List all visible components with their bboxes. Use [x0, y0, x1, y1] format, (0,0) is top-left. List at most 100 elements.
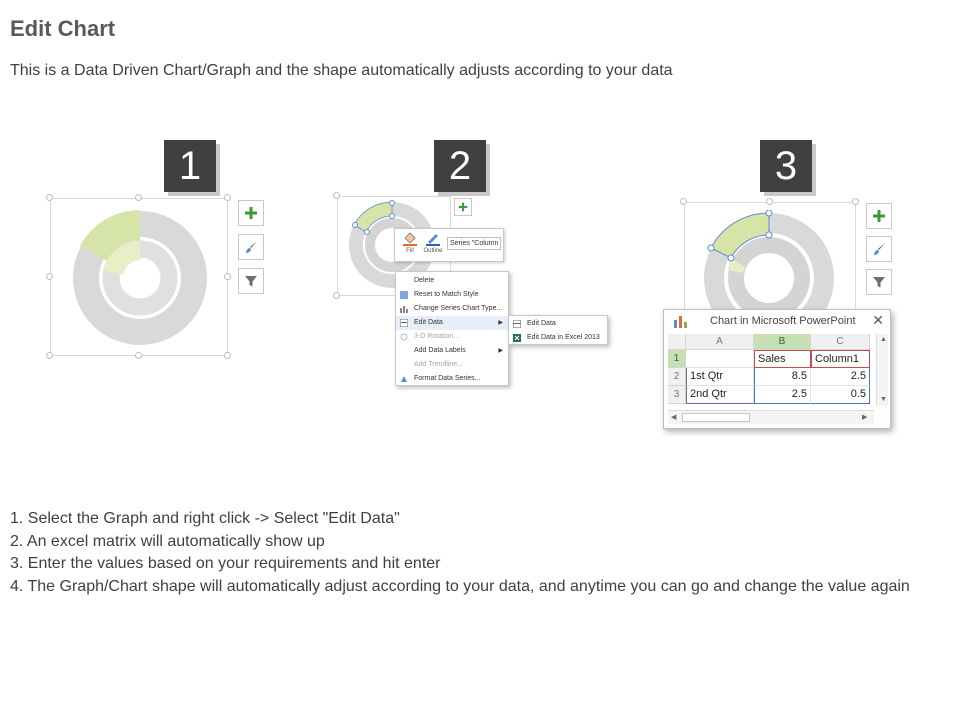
- menu-item-delete[interactable]: Delete: [396, 274, 508, 288]
- data-point-handle[interactable]: [389, 213, 395, 219]
- filter-icon: [873, 277, 885, 288]
- submenu-arrow-icon: ▶: [498, 348, 503, 354]
- table-cell[interactable]: Sales: [754, 350, 811, 368]
- resize-handle[interactable]: [680, 198, 687, 205]
- instructions-list: 1. Select the Graph and right click -> S…: [10, 508, 940, 598]
- row-header[interactable]: 1: [668, 350, 686, 368]
- menu-item-change-series-chart-type[interactable]: Change Series Chart Type...: [396, 302, 508, 316]
- row-header[interactable]: 2: [668, 368, 686, 386]
- outline-button[interactable]: Outline: [421, 232, 445, 254]
- menu-item-add-data-labels[interactable]: Add Data Labels ▶: [396, 344, 508, 358]
- resize-handle[interactable]: [46, 352, 53, 359]
- table-cell[interactable]: [686, 350, 754, 368]
- scroll-up-icon[interactable]: ▲: [880, 336, 887, 343]
- menu-item-3d-rotation: 3-D Rotation...: [396, 330, 508, 344]
- scroll-left-icon[interactable]: ◀: [671, 414, 677, 421]
- table-cell[interactable]: 0.5: [811, 386, 870, 404]
- vertical-scrollbar[interactable]: ▲ ▼: [876, 334, 888, 406]
- instruction-step: 4. The Graph/Chart shape will automatica…: [10, 577, 910, 595]
- chart-elements-button[interactable]: [454, 198, 472, 216]
- resize-handle[interactable]: [46, 273, 53, 280]
- format-mini-toolbar: Fill Outline Series "Column: [394, 228, 504, 262]
- inner-ring-green-segment: [104, 241, 140, 275]
- menu-item-edit-data[interactable]: Edit Data ▶: [396, 316, 508, 330]
- step-3-badge: 3: [760, 140, 812, 192]
- plus-icon: [458, 202, 468, 212]
- chart-styles-button[interactable]: [238, 234, 264, 260]
- scroll-down-icon[interactable]: ▼: [880, 396, 887, 403]
- chart-app-icon: [674, 316, 687, 328]
- brush-icon: [874, 243, 885, 255]
- close-icon[interactable]: ✕: [872, 312, 884, 328]
- select-all-corner[interactable]: [668, 334, 686, 350]
- doughnut-hole: [123, 261, 157, 295]
- chart-filters-button[interactable]: [238, 268, 264, 294]
- chart-filters-button[interactable]: [866, 269, 892, 295]
- column-header-b[interactable]: B: [754, 334, 811, 350]
- menu-item-label: 3-D Rotation...: [414, 333, 460, 340]
- paint-bucket-icon: [403, 232, 417, 246]
- table-cell[interactable]: 8.5: [754, 368, 811, 386]
- table-cell[interactable]: 2.5: [754, 386, 811, 404]
- submenu-item-edit-data[interactable]: Edit Data: [509, 317, 607, 331]
- chart-styles-button[interactable]: [866, 236, 892, 262]
- menu-item-format-data-series[interactable]: Format Data Series...: [396, 372, 508, 386]
- pen-outline-icon: [426, 234, 440, 246]
- outline-label: Outline: [423, 248, 443, 254]
- excel-icon: [513, 334, 521, 342]
- resize-handle[interactable]: [224, 194, 231, 201]
- resize-handle[interactable]: [224, 352, 231, 359]
- plus-icon: [873, 210, 885, 222]
- chart-elements-button[interactable]: [866, 203, 892, 229]
- column-header-a[interactable]: A: [686, 334, 754, 350]
- context-menu: Delete Reset to Match Style Change Serie…: [395, 271, 509, 386]
- outer-ring-green-segment: [353, 201, 393, 233]
- filter-icon: [245, 276, 257, 287]
- row-header[interactable]: 3: [668, 386, 686, 404]
- fill-button[interactable]: Fill: [398, 232, 422, 254]
- page-title: Edit Chart: [10, 16, 116, 41]
- table-icon: [513, 320, 521, 328]
- data-point-handle[interactable]: [352, 222, 358, 228]
- data-point-handle[interactable]: [389, 200, 395, 206]
- excel-data-window: Chart in Microsoft PowerPoint ✕ A B C 1 …: [663, 309, 891, 429]
- scrollbar-thumb[interactable]: [682, 413, 750, 422]
- table-cell[interactable]: 2nd Qtr: [686, 386, 754, 404]
- inner-ring-green-segment: [728, 258, 745, 273]
- reset-icon: [400, 291, 408, 299]
- data-point-handle[interactable]: [765, 210, 773, 217]
- table-cell[interactable]: Column1: [811, 350, 870, 368]
- chart-elements-button[interactable]: [238, 200, 264, 226]
- menu-item-label: Change Series Chart Type...: [414, 305, 503, 312]
- step-3-doughnut-chart[interactable]: [701, 210, 839, 320]
- resize-handle[interactable]: [46, 194, 53, 201]
- page-subtitle: This is a Data Driven Chart/Graph and th…: [10, 62, 673, 79]
- step-1-doughnut-chart[interactable]: [70, 208, 210, 348]
- data-point-handle[interactable]: [364, 229, 370, 235]
- data-point-handle[interactable]: [727, 254, 735, 262]
- submenu-item-edit-data-in-excel[interactable]: Edit Data in Excel 2013: [509, 331, 607, 345]
- resize-handle[interactable]: [333, 292, 340, 299]
- horizontal-scrollbar[interactable]: ◀ ▶: [668, 410, 874, 424]
- instruction-step: 1. Select the Graph and right click -> S…: [10, 510, 400, 527]
- instruction-step: 2. An excel matrix will automatically sh…: [10, 532, 325, 550]
- data-point-handle[interactable]: [707, 244, 715, 252]
- series-select[interactable]: Series "Column: [447, 237, 501, 250]
- excel-title-bar[interactable]: Chart in Microsoft PowerPoint ✕: [664, 310, 890, 332]
- resize-handle[interactable]: [766, 198, 773, 205]
- menu-item-label: Edit Data: [414, 319, 443, 326]
- fill-label: Fill: [406, 248, 414, 254]
- menu-item-label: Add Trendline...: [414, 361, 464, 368]
- table-cell[interactable]: 1st Qtr: [686, 368, 754, 386]
- column-header-c[interactable]: C: [811, 334, 870, 350]
- resize-handle[interactable]: [135, 194, 142, 201]
- data-point-handle[interactable]: [765, 231, 773, 239]
- resize-handle[interactable]: [135, 352, 142, 359]
- scroll-right-icon[interactable]: ▶: [862, 414, 868, 421]
- resize-handle[interactable]: [224, 273, 231, 280]
- resize-handle[interactable]: [852, 198, 859, 205]
- table-cell[interactable]: 2.5: [811, 368, 870, 386]
- format-icon: [401, 376, 407, 382]
- resize-handle[interactable]: [333, 192, 340, 199]
- menu-item-reset-to-match-style[interactable]: Reset to Match Style: [396, 288, 508, 302]
